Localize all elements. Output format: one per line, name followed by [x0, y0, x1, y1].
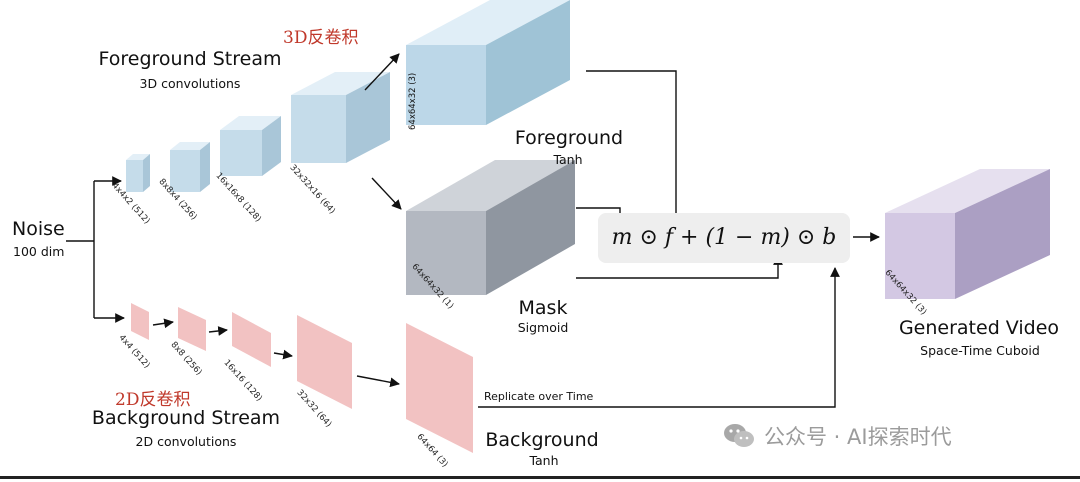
bg-stream-arrows: [152, 318, 400, 388]
noise-subtitle: 100 dim: [13, 244, 65, 259]
fg-cube-1: [126, 154, 150, 192]
foreground-cube: [406, 0, 570, 125]
bg-stream-subtitle: 2D convolutions: [135, 434, 237, 449]
bottom-rule: [0, 476, 1080, 479]
noise-branch-lines: [66, 176, 125, 323]
generated-video-title: Generated Video: [898, 317, 1060, 339]
watermark: 公众号 · AI探索时代: [722, 421, 952, 451]
background-title: Background: [485, 429, 599, 451]
bg-plane-1: [131, 303, 149, 340]
fg-stream-subtitle: 3D convolutions: [139, 76, 241, 91]
generated-video-subtitle: Space-Time Cuboid: [920, 343, 1040, 358]
fg-cube-4: [291, 72, 390, 163]
composition-equation: m ⊙ f + (1 − m) ⊙ b: [598, 213, 850, 263]
fg-stream-title: Foreground Stream: [98, 48, 282, 70]
bg-stream-title: Background Stream: [91, 407, 281, 429]
replicate-label: Replicate over Time: [484, 390, 594, 403]
foreground-dims: 64x64x32 (3): [408, 72, 418, 130]
bg-plane-3: [232, 312, 271, 367]
fg-stream-annotation: 3D反卷积: [283, 28, 359, 48]
fg-cube-2: [170, 142, 210, 192]
fg-stream-arrows: [364, 53, 402, 210]
noise-title: Noise: [12, 218, 65, 240]
background-subtitle: Tanh: [529, 453, 559, 468]
wechat-icon: [724, 424, 754, 447]
mask-title: Mask: [518, 297, 568, 319]
foreground-title: Foreground: [514, 127, 624, 149]
fg-cube-3: [220, 116, 281, 176]
foreground-subtitle: Tanh: [553, 152, 583, 167]
bg-plane-5: [406, 323, 473, 453]
generated-video-cube: [885, 169, 1050, 299]
mask-subtitle: Sigmoid: [517, 320, 569, 335]
bg-plane-2: [178, 307, 206, 351]
mask-cube: [406, 160, 575, 295]
equation-arrows: [478, 70, 880, 408]
bg-plane-4: [297, 315, 352, 409]
bg-stream-annotation: 2D反卷积: [115, 390, 191, 410]
watermark-text: 公众号 · AI探索时代: [764, 425, 952, 449]
